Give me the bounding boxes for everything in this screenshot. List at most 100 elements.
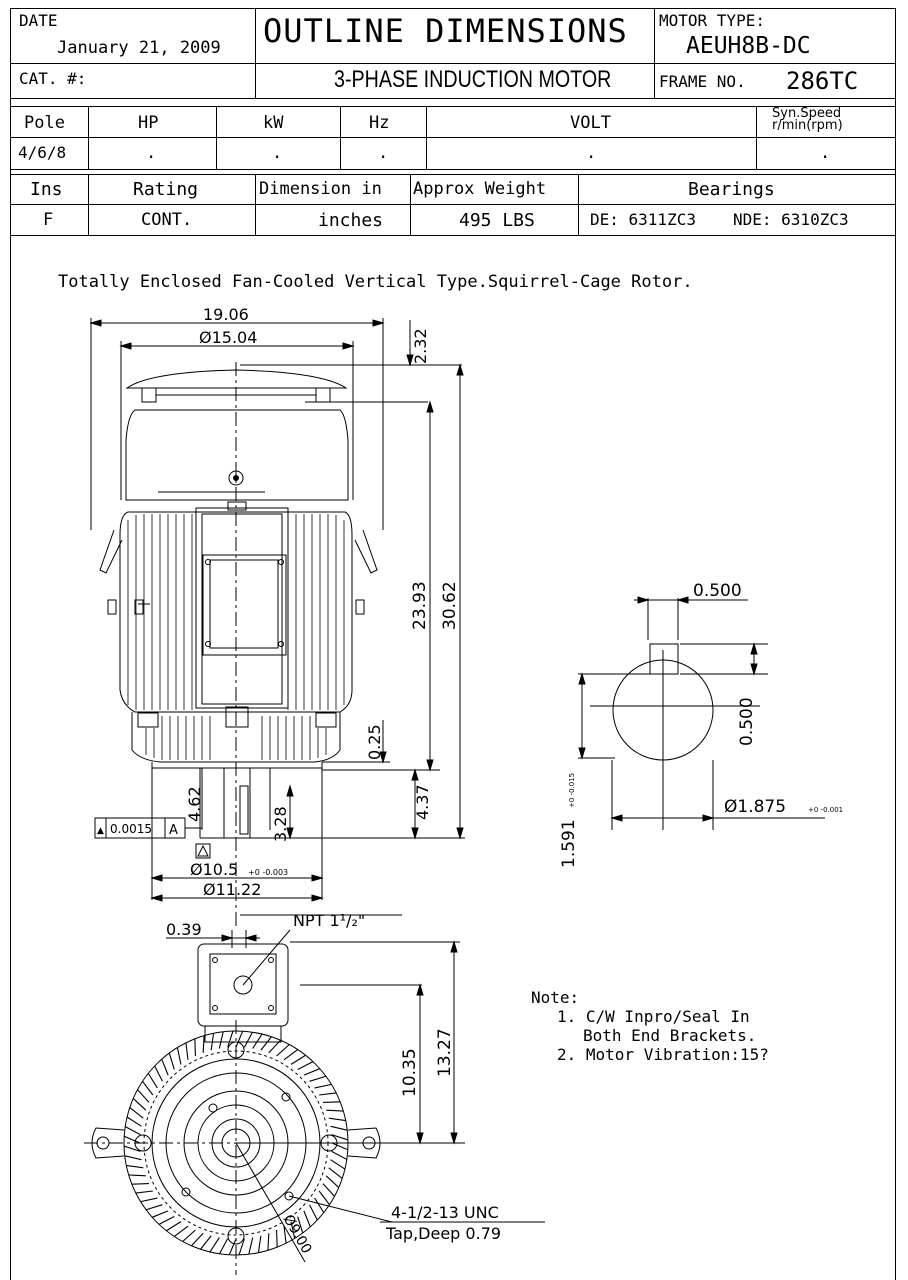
spec1-value-hz: . bbox=[378, 143, 389, 163]
spec1-header-pole: Pole bbox=[24, 113, 65, 133]
fan-fin bbox=[131, 1183, 150, 1185]
spec2-value-dimension: inches bbox=[318, 210, 384, 231]
fan-fin bbox=[331, 1150, 348, 1160]
fan-fin bbox=[140, 1197, 158, 1203]
spec1-header-hz: Hz bbox=[369, 113, 390, 133]
bearing-nde: NDE: 6310ZC3 bbox=[733, 210, 849, 229]
dim-shaft-dia: Ø1.875 bbox=[724, 797, 786, 817]
fan-fin bbox=[297, 1216, 304, 1234]
spec2-header-dimension: Dimension in bbox=[259, 179, 382, 199]
fan-fin bbox=[176, 1047, 182, 1065]
fan-fin bbox=[331, 1134, 349, 1141]
dim-box-height-a: 10.35 bbox=[400, 1048, 420, 1097]
spec1-value-pole: 4/6/8 bbox=[18, 143, 67, 162]
tolerance-value: 0.0015 bbox=[110, 822, 152, 836]
note-title: Note: bbox=[531, 988, 580, 1007]
dim-shaft-tol: +0 -0.001 bbox=[808, 806, 843, 814]
fan-fin bbox=[209, 1237, 220, 1253]
bearing-de: DE: 6311ZC3 bbox=[590, 210, 696, 229]
fan-fin bbox=[309, 1075, 327, 1082]
fan-fin bbox=[248, 1237, 254, 1255]
fan-fin bbox=[303, 1068, 321, 1076]
fan-fin bbox=[328, 1167, 343, 1179]
dim-key-depth: 0.500 bbox=[737, 697, 757, 746]
fan-fin bbox=[328, 1117, 346, 1122]
fan-fin bbox=[210, 1033, 215, 1051]
fan-fin bbox=[147, 1073, 158, 1089]
svg-text:▲: ▲ bbox=[97, 826, 104, 836]
cat-label: CAT. #: bbox=[19, 69, 87, 88]
tap-spec-2: Tap,Deep 0.79 bbox=[385, 1224, 501, 1243]
fan-fin bbox=[154, 1065, 163, 1082]
fan-fin bbox=[173, 1225, 189, 1237]
fan-fin bbox=[158, 1216, 175, 1225]
fan-fin bbox=[303, 1210, 311, 1228]
fan-fin bbox=[194, 1038, 196, 1057]
dim-key-width: 0.500 bbox=[693, 581, 742, 601]
note-line-1: 1. C/W Inpro/Seal In bbox=[557, 1007, 750, 1026]
spec2-header-rating: Rating bbox=[133, 179, 199, 200]
fan-fin bbox=[257, 1235, 262, 1253]
dim-key-height: 1.591 bbox=[559, 819, 579, 868]
dim-box-height-b: 13.27 bbox=[435, 1028, 455, 1077]
page-title: OUTLINE DIMENSIONS bbox=[263, 12, 628, 50]
spec2-header-bearings: Bearings bbox=[688, 179, 775, 200]
page-subtitle: 3-PHASE INDUCTION MOTOR bbox=[334, 66, 612, 93]
note-line-3: 2. Motor Vibration:15? bbox=[557, 1045, 769, 1064]
fan-fin bbox=[325, 1175, 340, 1188]
spec1-header-speed: Syn.Speed r/min(rpm) bbox=[772, 106, 843, 133]
fan-fin bbox=[200, 1235, 212, 1250]
fan-fin bbox=[227, 1030, 234, 1048]
fan-fin bbox=[319, 1092, 337, 1096]
spec1-value-hp: . bbox=[146, 143, 157, 163]
frame-cell bbox=[654, 63, 896, 99]
fan-fin bbox=[268, 1039, 281, 1054]
fan-fin bbox=[124, 1126, 141, 1136]
fan-fin bbox=[309, 1204, 318, 1221]
fan-fin bbox=[191, 1232, 204, 1247]
spec-table-2 bbox=[10, 174, 896, 236]
motor-description: Totally Enclosed Fan-Cooled Vertical Typ… bbox=[58, 272, 693, 292]
dim-top-offset: 2.32 bbox=[411, 328, 430, 364]
fan-fin bbox=[276, 1044, 290, 1057]
fan-fin bbox=[297, 1061, 314, 1070]
fan-fin bbox=[123, 1135, 141, 1144]
spec2-value-weight: 495 LBS bbox=[459, 210, 535, 231]
fan-fin bbox=[322, 1183, 335, 1197]
spec1-header-kw: kW bbox=[263, 113, 284, 133]
fan-fin bbox=[238, 1238, 245, 1256]
spec1-value-speed: . bbox=[820, 143, 831, 163]
fan-fin bbox=[290, 1221, 296, 1239]
motor-type-label: MOTOR TYPE: bbox=[659, 11, 765, 30]
fan-fin bbox=[314, 1197, 325, 1213]
spec1-header-hp: HP bbox=[138, 113, 159, 133]
fan-fin bbox=[132, 1098, 147, 1111]
fan-fin bbox=[128, 1174, 146, 1177]
fan-fin bbox=[166, 1221, 182, 1232]
dim-conduit-offset: 0.39 bbox=[166, 920, 202, 939]
dim-overall-width: 19.06 bbox=[203, 305, 249, 324]
fan-fin bbox=[318, 1190, 330, 1206]
dim-shaft-exposed: 3.28 bbox=[271, 806, 290, 842]
dim-pilot-dia: Ø10.5 bbox=[190, 860, 238, 879]
fan-fin bbox=[314, 1083, 332, 1089]
dim-body-height: 23.93 bbox=[410, 581, 430, 630]
fan-fin bbox=[123, 1145, 141, 1152]
fan-fin bbox=[145, 1204, 163, 1211]
spec1-value-volt: . bbox=[586, 143, 597, 163]
fan-fin bbox=[129, 1107, 144, 1119]
spec2-value-ins: F bbox=[43, 210, 54, 230]
tap-spec-1: 4-1/2-13 UNC bbox=[391, 1203, 499, 1222]
fan-fin bbox=[202, 1035, 205, 1053]
spec2-header-ins: Ins bbox=[30, 179, 63, 200]
fan-fin bbox=[161, 1058, 169, 1076]
fan-fin bbox=[219, 1238, 229, 1255]
spec-table-1 bbox=[10, 106, 896, 170]
fan-fin bbox=[283, 1226, 287, 1244]
fan-fin bbox=[252, 1033, 263, 1049]
tolerance-datum: A bbox=[169, 823, 178, 838]
fan-fin bbox=[142, 1080, 154, 1096]
note-line-2: Both End Brackets. bbox=[583, 1026, 757, 1045]
dim-face-to-shaft: 4.62 bbox=[185, 786, 204, 822]
fan-fin bbox=[260, 1036, 272, 1051]
